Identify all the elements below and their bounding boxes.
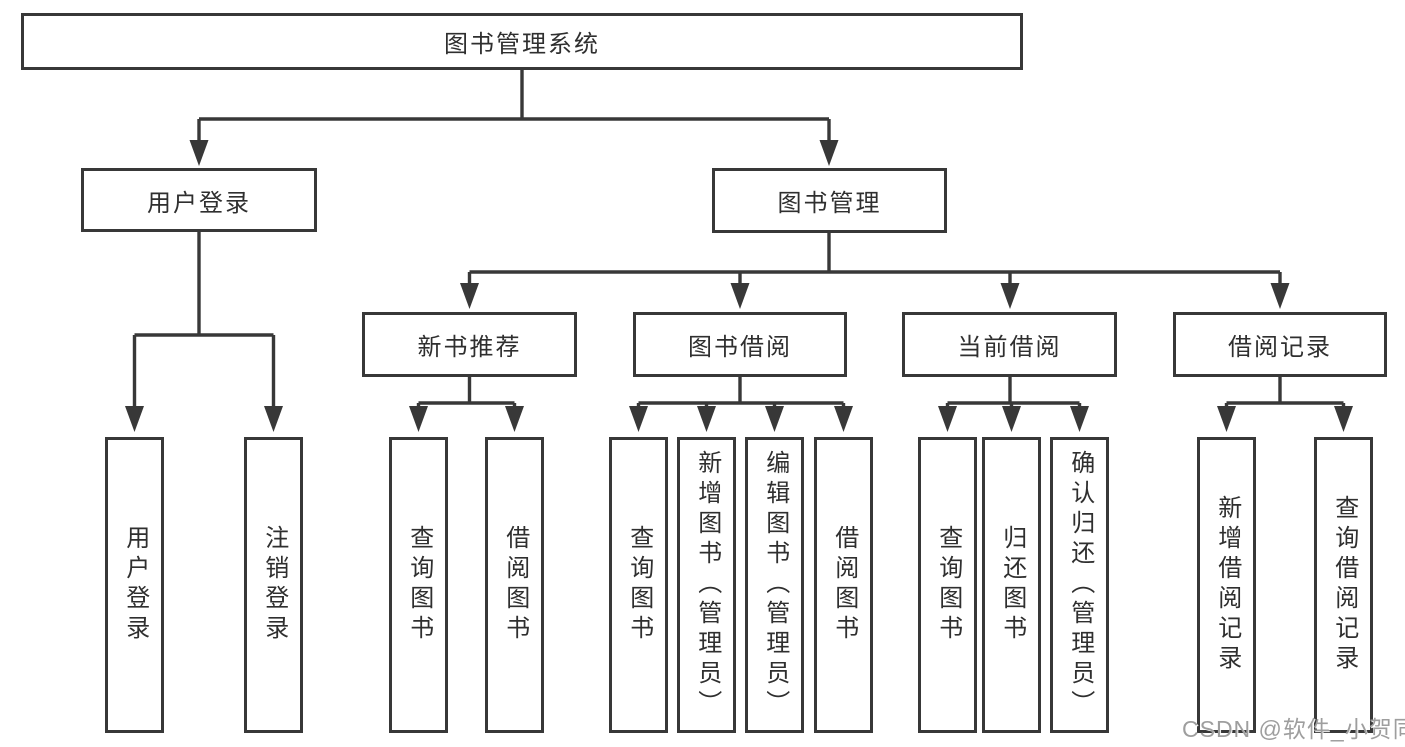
node-book-management: 图书管理 <box>712 168 947 233</box>
leaf-label: 新增图书（管理员） <box>693 450 721 720</box>
arrowhead <box>1217 406 1236 432</box>
leaf-return-books: 归还图书 <box>982 437 1041 733</box>
arrowhead <box>697 406 716 432</box>
leaf-label: 查询图书 <box>934 525 962 645</box>
leaf-label: 注销登录 <box>260 525 288 645</box>
arrowhead <box>730 283 750 309</box>
leaf-label: 确认归还（管理员） <box>1066 450 1094 720</box>
arrowhead <box>125 406 144 432</box>
leaf-confirm-return-admin: 确认归还（管理员） <box>1050 437 1109 733</box>
node-root: 图书管理系统 <box>21 13 1023 70</box>
arrowhead <box>505 406 524 432</box>
node-new-book-recommendation: 新书推荐 <box>362 312 577 377</box>
leaf-label: 用户登录 <box>121 525 149 645</box>
watermark: CSDN @软件_小贺同学 <box>1182 716 1405 742</box>
leaf-label: 查询图书 <box>405 525 433 645</box>
arrowhead <box>938 406 957 432</box>
arrowhead <box>189 140 209 166</box>
arrowhead <box>409 406 428 432</box>
leaf-label: 借阅图书 <box>501 525 529 645</box>
leaf-user-login: 用户登录 <box>105 437 164 733</box>
arrowhead <box>460 283 479 309</box>
arrowhead <box>264 406 283 432</box>
node-user-login: 用户登录 <box>81 168 317 232</box>
node-book-borrowing: 图书借阅 <box>633 312 847 377</box>
leaf-borrow-query-books: 查询图书 <box>609 437 668 733</box>
arrowhead <box>834 406 853 432</box>
leaf-recommend-borrow-books: 借阅图书 <box>485 437 544 733</box>
arrowhead <box>765 406 784 432</box>
leaf-label: 借阅图书 <box>830 525 858 645</box>
node-borrowing-records: 借阅记录 <box>1173 312 1387 377</box>
leaf-label: 编辑图书（管理员） <box>761 450 789 720</box>
leaf-logout: 注销登录 <box>244 437 303 733</box>
arrowhead <box>1002 406 1021 432</box>
arrowhead <box>1070 406 1089 432</box>
leaf-current-query-books: 查询图书 <box>918 437 977 733</box>
leaf-add-books-admin: 新增图书（管理员） <box>677 437 736 733</box>
arrowhead <box>629 406 648 432</box>
leaf-edit-books-admin: 编辑图书（管理员） <box>745 437 804 733</box>
leaf-label: 归还图书 <box>998 525 1026 645</box>
arrowhead <box>819 140 839 166</box>
leaf-label: 查询图书 <box>625 525 653 645</box>
leaf-add-borrow-record: 新增借阅记录 <box>1197 437 1256 733</box>
leaf-borrow-books: 借阅图书 <box>814 437 873 733</box>
leaf-label: 新增借阅记录 <box>1213 495 1241 675</box>
node-current-borrowing: 当前借阅 <box>902 312 1117 377</box>
arrowhead <box>1334 406 1353 432</box>
arrowhead <box>1270 283 1290 309</box>
leaf-label: 查询借阅记录 <box>1330 495 1358 675</box>
leaf-query-borrow-record: 查询借阅记录 <box>1314 437 1373 733</box>
leaf-recommend-query-books: 查询图书 <box>389 437 448 733</box>
arrowhead <box>1000 283 1020 309</box>
